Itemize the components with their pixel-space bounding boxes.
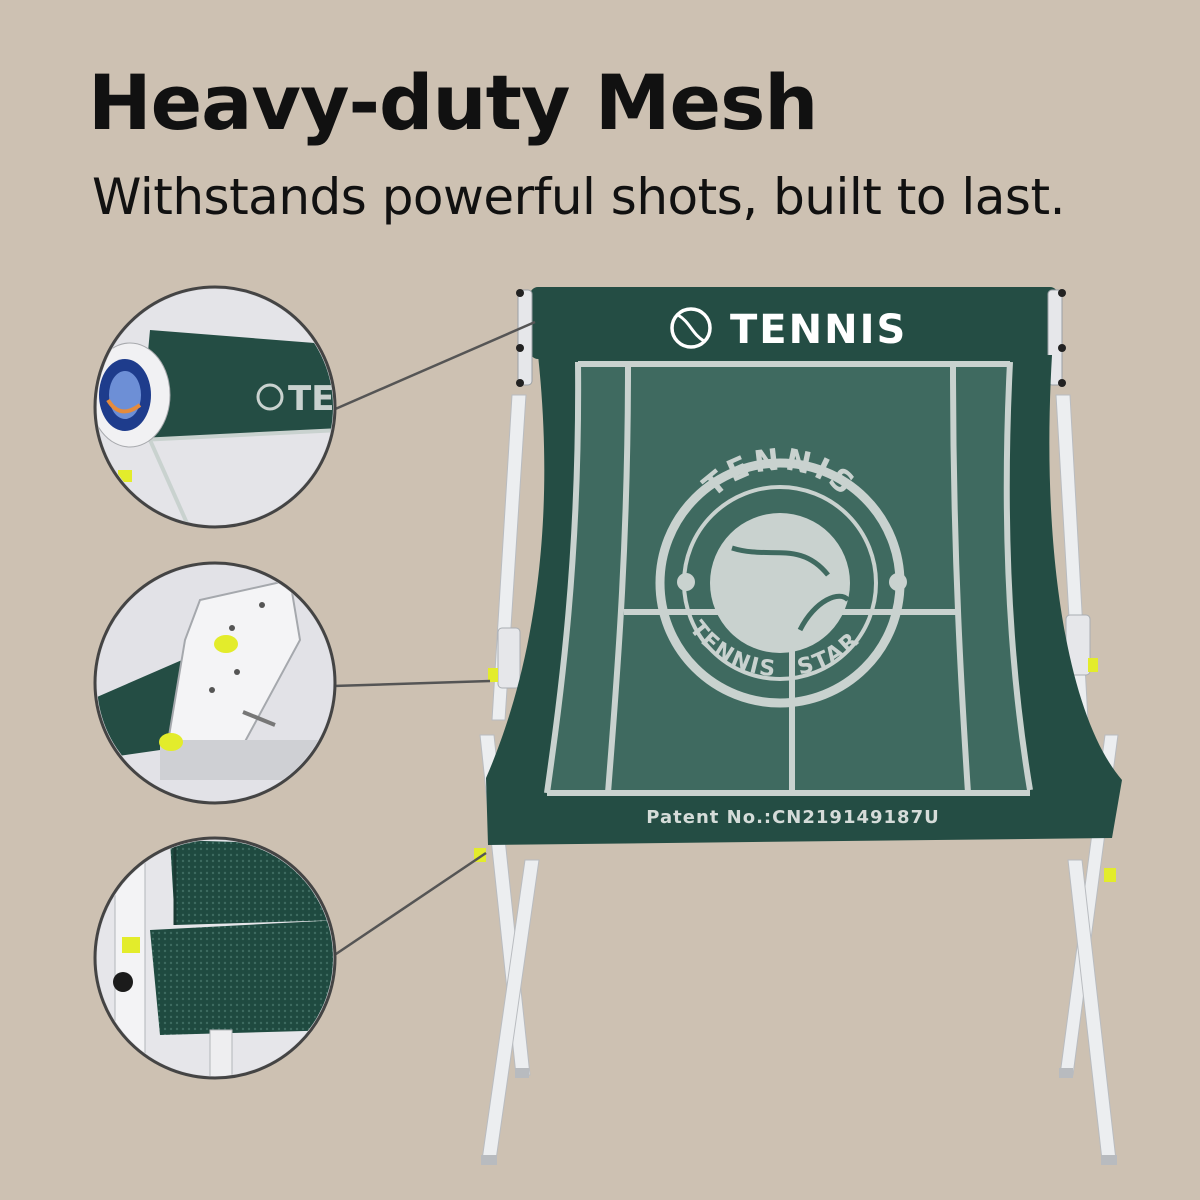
tennis-ball-icon	[670, 307, 712, 349]
page-title: Heavy-duty Mesh	[88, 58, 818, 147]
rebound-net: TENNIS TENNIS STAR TENNIS Patent No.:CN2…	[486, 287, 1122, 845]
patent-text: Patent No.:CN219149187U	[646, 807, 939, 828]
roller-text: TE	[288, 379, 334, 419]
page-subtitle: Withstands powerful shots, built to last…	[92, 168, 1065, 226]
tennis-star-emblem: TENNIS TENNIS STAR	[655, 442, 907, 708]
top-roller-detail: TE	[93, 285, 337, 529]
bottom-frame-detail	[93, 836, 337, 1080]
brand-label: TENNIS	[730, 307, 907, 353]
callout-lines	[332, 320, 536, 958]
side-bracket-detail	[93, 561, 337, 805]
